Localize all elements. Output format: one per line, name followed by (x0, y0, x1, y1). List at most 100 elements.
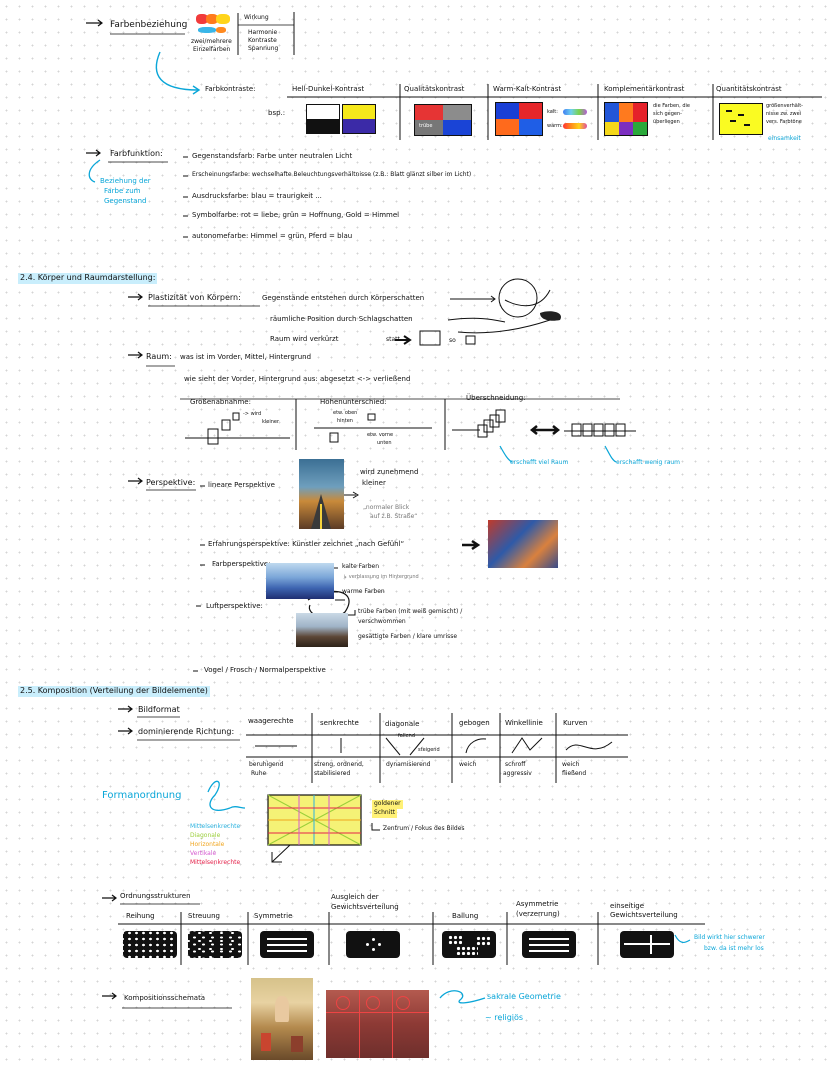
legend-1: Diagonale (190, 832, 221, 839)
warme-farben: warme Farben (342, 588, 385, 595)
richtung-header-1: senkrechte (320, 719, 359, 727)
kontraste: Kontraste (248, 37, 277, 44)
luftperspektive: Luftperspektive: (206, 602, 263, 610)
verblassung: ↳ verblassung im Hintergrund (343, 574, 419, 580)
goldener-schnitt-1: Schnitt (372, 809, 398, 818)
wirkung-2: dynamisierend (386, 761, 431, 768)
eher-unten-1: unten (377, 440, 392, 446)
truebe-1: verschwommen (358, 618, 406, 625)
ordnung-header-1: Streuung (188, 912, 220, 920)
wirkung-3: weich (459, 761, 477, 768)
farbfunktion-item-1: Erscheinungsfarbe: wechselhafte Beleucht… (192, 171, 472, 178)
richtung-header-4: Winkellinie (505, 719, 543, 727)
ordnungsstrukturen-label: Ordnungsstrukturen (120, 892, 191, 900)
wirkung-5a: weich (562, 761, 580, 768)
zwei-mehrere: zwei/mehrere (191, 38, 232, 45)
plast-item-0: Gegenstände entstehen durch Körperschatt… (262, 294, 425, 302)
ordnung-note-1: bzw. da ist mehr los (704, 945, 764, 952)
kalt-dots (563, 109, 587, 115)
gesaettigt: gesättigte Farben / klare umrisse (358, 633, 458, 640)
richtung-header-2: diagonale (385, 720, 420, 728)
komp-note-2: überliegen (653, 119, 680, 125)
wirkung-label: Wirkung (244, 14, 269, 21)
eher-oben-1: hinten (337, 418, 353, 424)
quant-note-1: nisse zw. zwei (766, 111, 802, 117)
kontrast-header-1: Qualitätskontrast (404, 85, 465, 93)
farbfunktion-note-1: Farbe zum (104, 187, 141, 195)
section-2-5-heading: 2.5. Komposition (Verteilung der Bildele… (18, 686, 210, 697)
wirkung-5b: fließend (562, 770, 587, 777)
sakrale-geometrie: sakrale Geometrie (487, 992, 561, 1001)
farbperspektive: Farbperspektive: (212, 560, 271, 568)
plast-item-1: räumliche Position durch Schlagschatten (270, 315, 413, 323)
wirkung-1b: stabilisiered (314, 770, 351, 777)
wirkung-4b: aggressiv (503, 770, 532, 777)
erfahrung-painting (488, 520, 558, 568)
komplementaer-swatch (604, 102, 648, 136)
farbfunktion-note-2: Gegenstand (104, 197, 147, 205)
warm-label: warm: (547, 123, 563, 129)
erfahrungsperspektive: Erfahrungsperspektive: Künstler zeichnet… (208, 540, 405, 548)
ordnung-header-2: Symmetrie (254, 912, 293, 920)
farbfunktion-item-4: autonomefarbe: Himmel = grün, Pferd = bl… (192, 232, 353, 240)
goldener-schnitt-0: goldener (372, 800, 403, 809)
farbfunktion-label: Farbfunktion: (110, 149, 163, 158)
ueberschneidung-label: Überschneidung: (466, 394, 526, 402)
ordnung-header-4: Ballung (452, 912, 479, 920)
legend-0: Mittelsenkrechte (190, 823, 241, 830)
bsp-label: bsp.: (268, 109, 286, 117)
groessenabnahme-label: Größenabnahme: (190, 398, 251, 406)
legend-4: Mittelsenkrechte (190, 859, 241, 866)
raum-1: was ist im Vorder, Mittel, Hintergrund (180, 353, 312, 361)
wirkung-0a: beruhigend (249, 761, 284, 768)
eher-oben-0: etw. oben (333, 410, 358, 416)
color-swatches (196, 14, 232, 38)
streuung-icon (188, 931, 242, 958)
wird-zunehmend-0: wird zunehmend (360, 468, 419, 476)
legend-2: Horizontale (190, 841, 225, 848)
schema-painting-2 (326, 990, 429, 1058)
truebe-label: trübe (419, 123, 433, 129)
wirkung-4a: schroff (505, 761, 526, 768)
vogel-frosch: Vogel / Frosch / Normalperspektive (204, 666, 326, 674)
section-2-4-heading: 2.4. Körper und Raumdarstellung: (18, 273, 158, 284)
dominierende-richtung-label: dominierende Richtung: (138, 727, 235, 736)
quant-note-0: größenverhält- (766, 103, 803, 109)
fallend-label: fallend (398, 733, 416, 739)
harmonie: Harmonie (248, 29, 278, 36)
bildformat-label: Bildformat (138, 705, 180, 714)
wenig-raum-note: erschafft wenig raum (616, 459, 681, 466)
qualitaet-swatch: trübe (414, 104, 472, 136)
hell-dunkel-swatch (306, 104, 340, 134)
statt-label: statt (386, 336, 400, 343)
kontrast-header-3: Komplementärkontrast (604, 85, 685, 93)
reihung-icon (123, 931, 177, 958)
richtung-header-5: Kurven (563, 719, 588, 727)
wird-kleiner-1: kleiner (262, 419, 280, 425)
eher-unten-0: etw. vorne (367, 432, 394, 438)
mountain-photo (266, 563, 334, 599)
wirkung-1a: streng, ordnend, (314, 761, 364, 768)
wirkung-0b: Ruhe (251, 770, 267, 777)
legend-3: Vertikale (190, 850, 217, 857)
raum-label: Raum: (146, 352, 172, 361)
komp-note-0: die Farben, die (653, 103, 691, 109)
farbfunktion-item-0: Gegenstandsfarb: Farbe unter neutralen L… (192, 152, 353, 160)
road-photo (299, 459, 344, 529)
richtung-header-0: waagerechte (248, 717, 294, 725)
ausgleich-icon (346, 931, 400, 958)
lineare-perspektive: lineare Perspektive (208, 481, 275, 489)
ballung-icon (442, 931, 496, 958)
symmetrie-icon (260, 931, 314, 958)
einsamkeit-label: einsamkeit (768, 135, 801, 142)
einzelfarben: Einzelfarben (193, 46, 231, 53)
landscape-photo (296, 613, 348, 647)
farbkontraste-label: Farbkontraste: (205, 85, 256, 93)
viel-raum-note: erschafft viel Raum (510, 459, 569, 466)
asymmetrie-icon (522, 931, 576, 958)
einseitige-icon (620, 931, 674, 958)
kalt-label: kalt: (547, 109, 558, 115)
so-label: so (449, 337, 456, 344)
ordnung-note-0: Bild wirkt hier schwerer (694, 934, 765, 941)
